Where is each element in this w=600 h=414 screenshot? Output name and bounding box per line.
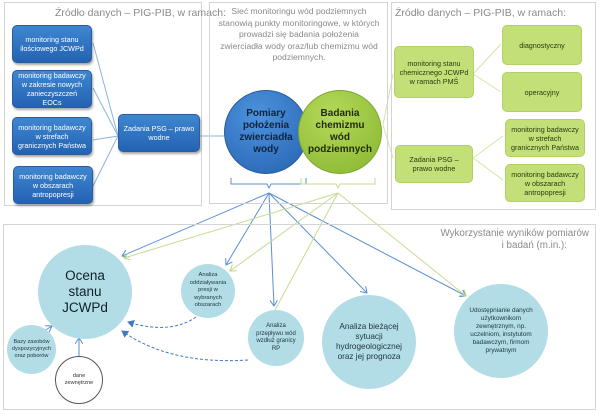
bottom-panel: Wykorzystanie wyników pomiarów i badań (… [3, 224, 596, 410]
right-group1-child-0: diagnostyczny [502, 25, 582, 65]
right-panel: Źródło danych – PIG-PIB, w ramach: [391, 2, 596, 210]
center-panel: Sieć monitoringu wód podziemnych stanowi… [209, 2, 388, 204]
right-group2-child-1: monitoring badawczy w obszarach antropop… [505, 164, 585, 202]
circle-analiza-biezacej: Analiza bieżącej sytuacji hydrogeologicz… [322, 295, 416, 389]
bottom-panel-title-line1: Wykorzystanie wyników pomiarów [440, 228, 589, 239]
left-item-3: monitoring badawczy w obszarach antropop… [13, 166, 93, 204]
left-connectors [92, 42, 226, 187]
circle-analiza-przeplywu: Analiza przepływu wód wzdłuż granicy RP [248, 310, 304, 366]
circle-udostepnianie: Udostępnianie danych użytkownikom zewnęt… [454, 284, 548, 378]
dashed-arrows [121, 316, 249, 362]
left-panel-title: Źródło danych – PIG-PIB, w ramach: [55, 7, 226, 19]
circle-analiza-presji: Analiza oddziaływania presji w wybranych… [181, 264, 235, 318]
right-group1-child-1: operacyjny [502, 72, 582, 112]
left-panel: Źródło danych – PIG-PIB, w ramach: [4, 2, 226, 206]
circle-dane-zewnetrzne: dane zewnętrzne [55, 356, 103, 404]
right-group1: monitoring stanu chemicznego JCWPd w ram… [394, 46, 474, 98]
right-group2-child-0: monitoring badawczy w strefach graniczny… [505, 119, 585, 157]
circle-ocena-stanu: Ocena stanu JCWPd [38, 245, 132, 339]
left-item-0: monitoring stanu ilościowego JCWPd [12, 25, 92, 63]
brace-green [300, 178, 376, 190]
left-item-1: monitoring badawczy w zakresie nowych za… [12, 70, 92, 108]
center-description: Sieć monitoringu wód podziemnych stanowi… [218, 6, 380, 62]
left-hub: Zadania PSG – prawo wodne [118, 114, 200, 152]
bottom-panel-title-line2: i badań (m.in.): [501, 240, 567, 251]
right-group2: Zadania PSG – prawo wodne [395, 145, 473, 183]
circle-bazy-zasobow: Bazy zasobów dyspozycyjnych oraz poborów [7, 325, 56, 374]
right-panel-title: Źródło danych – PIG-PIB, w ramach: [395, 7, 566, 19]
left-item-2: monitoring badawczy w strefach graniczny… [12, 117, 92, 155]
circle-water-level: Pomiary położenia zwierciadła wody [224, 90, 308, 174]
circle-chemistry: Badania chemizmu wód podziemnych [298, 90, 382, 174]
